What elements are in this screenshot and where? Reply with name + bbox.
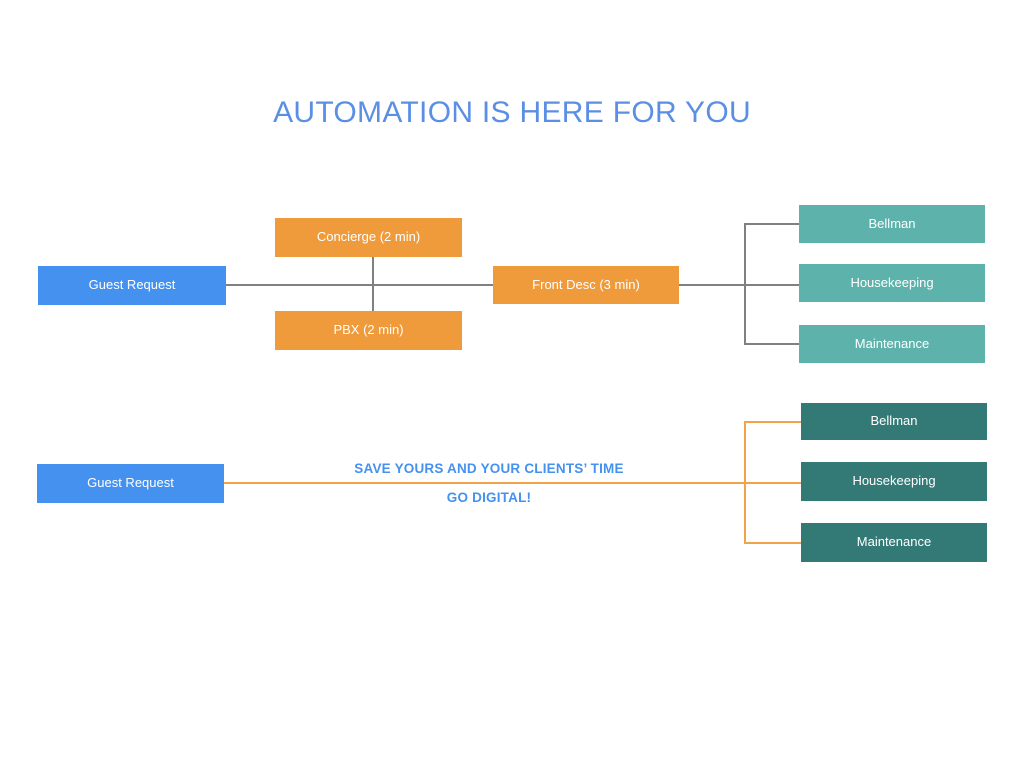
caption-line-1: SAVE YOURS AND YOUR CLIENTS’ TIME [286,461,692,476]
node-concierge[interactable]: Concierge (2 min) [275,218,462,257]
node-front-desc[interactable]: Front Desc (3 min) [493,266,679,304]
node-label: Housekeeping [850,274,934,290]
connector-bottom-arm-housekeeping [744,482,802,484]
node-label: Front Desc (3 min) [532,276,640,292]
node-label: Maintenance [856,534,932,550]
node-label: Guest Request [88,277,176,293]
connector-hub-to-bracket [679,284,745,286]
connector-top-arm-bellman [744,223,800,225]
connector-top-vertical-branch [372,256,374,312]
node-pbx[interactable]: PBX (2 min) [275,311,462,350]
node-housekeeping-bottom[interactable]: Housekeeping [801,462,987,501]
node-maintenance-bottom[interactable]: Maintenance [801,523,987,562]
node-housekeeping-top[interactable]: Housekeeping [799,264,985,302]
connector-top-arm-housekeeping [744,284,800,286]
connector-bottom-arm-bellman [744,421,802,423]
caption-line-2: GO DIGITAL! [286,490,692,505]
node-label: Housekeeping [852,473,936,489]
node-guest-request-bottom[interactable]: Guest Request [37,464,224,503]
connector-top-trunk [226,284,494,286]
node-label: Maintenance [854,335,930,351]
node-label: Bellman [868,215,916,231]
node-maintenance-top[interactable]: Maintenance [799,325,985,363]
node-bellman-top[interactable]: Bellman [799,205,985,243]
node-label: PBX (2 min) [333,322,404,338]
connector-bottom-arm-maintenance [744,542,802,544]
node-label: Bellman [870,413,918,429]
node-bellman-bottom[interactable]: Bellman [801,403,987,440]
node-label: Concierge (2 min) [316,229,421,245]
connector-bottom-trunk [224,482,746,484]
connector-top-arm-maintenance [744,343,800,345]
node-label: Guest Request [87,475,174,491]
node-guest-request-top[interactable]: Guest Request [38,266,226,305]
page-title: AUTOMATION IS HERE FOR YOU [273,96,751,129]
